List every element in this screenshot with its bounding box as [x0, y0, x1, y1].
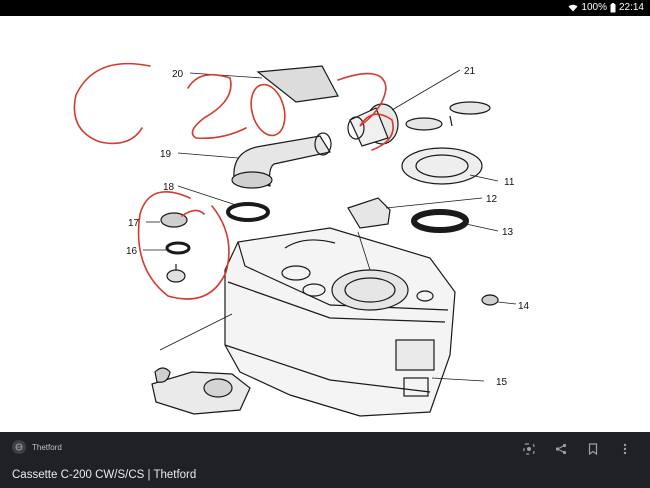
source-chip[interactable]: Thetford — [12, 440, 62, 454]
label-20: 20 — [172, 69, 184, 80]
clock: 22:14 — [618, 2, 644, 13]
battery-icon — [610, 2, 616, 13]
label-15: 15 — [496, 377, 508, 388]
label-16: 16 — [126, 246, 138, 257]
label-21: 21 — [464, 66, 476, 77]
elbow-pipe — [231, 132, 332, 189]
image-info-bar: Thetford — [0, 432, 650, 466]
handwritten-note — [73, 62, 394, 300]
site-favicon-icon — [12, 440, 26, 454]
wifi-icon — [568, 4, 578, 12]
save-icon[interactable] — [584, 440, 602, 458]
lens-icon[interactable] — [520, 440, 538, 458]
label-17: 17 — [128, 218, 140, 229]
label-12: 12 — [486, 194, 498, 205]
share-icon[interactable] — [552, 440, 570, 458]
diagram-image[interactable]: 20 21 19 18 11 12 17 13 16 14 15 — [0, 16, 650, 432]
cover-part — [256, 65, 339, 103]
cassette-tank — [224, 227, 456, 417]
more-icon[interactable] — [616, 440, 634, 458]
label-18: 18 — [163, 182, 175, 193]
status-indicators: 100% 22:14 — [568, 2, 644, 13]
caption-bar: Cassette C-200 CW/S/CS | Thetford — [0, 466, 650, 488]
label-14: 14 — [518, 301, 530, 312]
image-title-link[interactable]: Cassette C-200 CW/S/CS | Thetford — [12, 469, 197, 481]
battery-level: 100% — [581, 2, 607, 13]
label-11: 11 — [504, 177, 515, 188]
label-19: 19 — [160, 149, 172, 160]
source-name: Thetford — [32, 442, 62, 452]
status-bar: 100% 22:14 — [0, 0, 650, 16]
label-13: 13 — [502, 227, 514, 238]
coupling-part — [347, 103, 399, 147]
